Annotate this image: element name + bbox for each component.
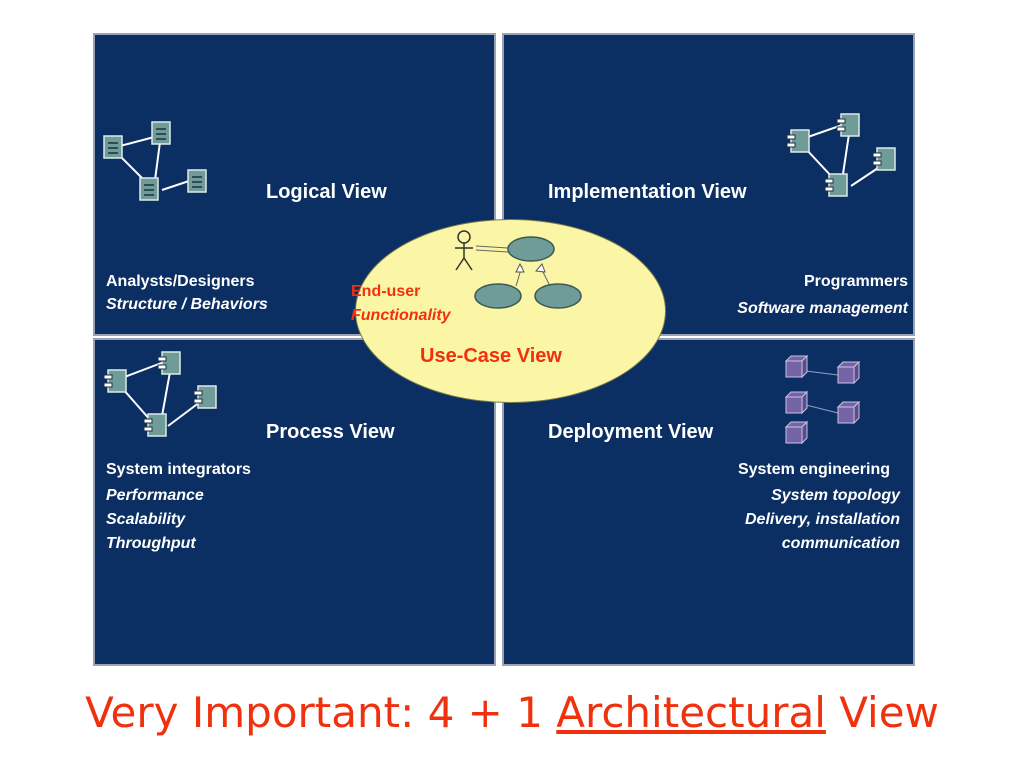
logical-view-concerns: Structure / Behaviors: [106, 296, 268, 313]
node-cube: [836, 400, 861, 425]
node-cube: [784, 420, 809, 445]
actor-icon: [455, 230, 473, 271]
process-view-title: Process View: [266, 421, 395, 443]
deployment-view-title: Deployment View: [548, 421, 714, 443]
slide-title-underlined: Architectural: [556, 688, 826, 737]
process-view-concern-throughput: Throughput: [106, 535, 196, 552]
slide-title: Very Important: 4 + 1 Architectural View: [0, 688, 1024, 737]
implementation-view-concerns: Software management: [737, 300, 908, 317]
node-cube: [836, 360, 861, 385]
node-diagram-icon: [784, 355, 861, 445]
class-diagram-icon: [103, 121, 207, 201]
deployment-view-concern-delivery: Delivery, installation: [744, 511, 900, 528]
process-view-panel: [93, 338, 496, 666]
use-case-view-audience: End-user: [351, 283, 421, 300]
component-diagram-icon: [786, 113, 896, 197]
deployment-view-concern-topology: System topology: [771, 487, 900, 504]
deployment-view-concern-communication: communication: [781, 535, 900, 552]
deployment-view-audience: System engineering: [737, 461, 890, 478]
slide-title-prefix: Very Important: 4 + 1: [85, 688, 557, 737]
node-cube: [784, 355, 809, 379]
process-view-concern-performance: Performance: [106, 487, 204, 504]
logical-view-audience: Analysts/Designers: [106, 273, 255, 290]
use-case-diagram-icon: [455, 230, 582, 309]
process-view-concern-scalability: Scalability: [106, 511, 186, 528]
implementation-view-title: Implementation View: [548, 181, 747, 203]
node-cube: [784, 390, 809, 415]
component-diagram-icon: [103, 351, 217, 437]
use-case-view-concerns: Functionality: [351, 307, 451, 324]
slide-title-suffix: View: [825, 688, 939, 737]
use-case-view-title: Use-Case View: [420, 345, 562, 367]
process-view-audience: System integrators: [106, 461, 251, 478]
implementation-view-audience: Programmers: [803, 273, 908, 290]
logical-view-title: Logical View: [266, 181, 387, 203]
